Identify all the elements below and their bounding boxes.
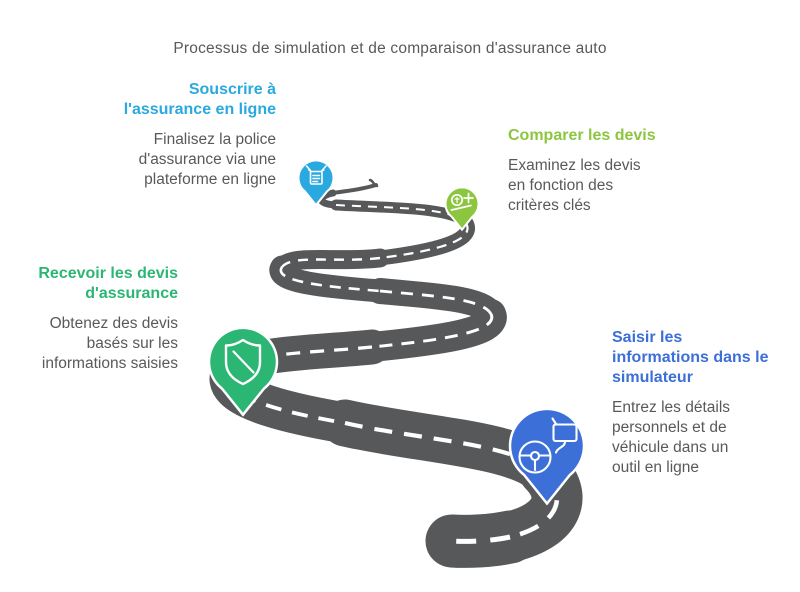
step-souscrire: Souscrire à l'assurance en ligne Finalis…	[66, 80, 276, 190]
compare-quotes-icon	[450, 192, 474, 211]
steering-wheel-icon	[518, 417, 578, 474]
step-heading: Souscrire à l'assurance en ligne	[123, 81, 276, 118]
road-center-line	[228, 204, 560, 544]
step-body: Finalisez la police d'assurance via une …	[138, 131, 276, 188]
step-saisir: Saisir les informations dans le simulate…	[612, 328, 792, 478]
road	[209, 178, 583, 568]
pin-recevoir	[207, 326, 279, 417]
step-recevoir: Recevoir les devis d'assurance Obtenez d…	[3, 264, 178, 374]
pin-saisir	[508, 407, 586, 506]
pin-souscrire	[297, 159, 335, 207]
step-heading: Saisir les informations dans le simulate…	[612, 329, 769, 386]
step-heading: Recevoir les devis d'assurance	[38, 265, 178, 302]
pin-comparer	[444, 186, 480, 232]
step-body: Obtenez des devis basés sur les informat…	[41, 315, 178, 372]
step-comparer: Comparer les devis Examinez les devis en…	[508, 126, 688, 216]
online-contract-icon	[305, 165, 327, 185]
step-heading: Comparer les devis	[508, 127, 656, 144]
shield-icon	[224, 338, 262, 386]
step-body: Examinez les devis en fonction des critè…	[508, 157, 641, 214]
page-title: Processus de simulation et de comparaiso…	[173, 40, 607, 57]
step-body: Entrez les détails personnels et de véhi…	[612, 399, 731, 476]
